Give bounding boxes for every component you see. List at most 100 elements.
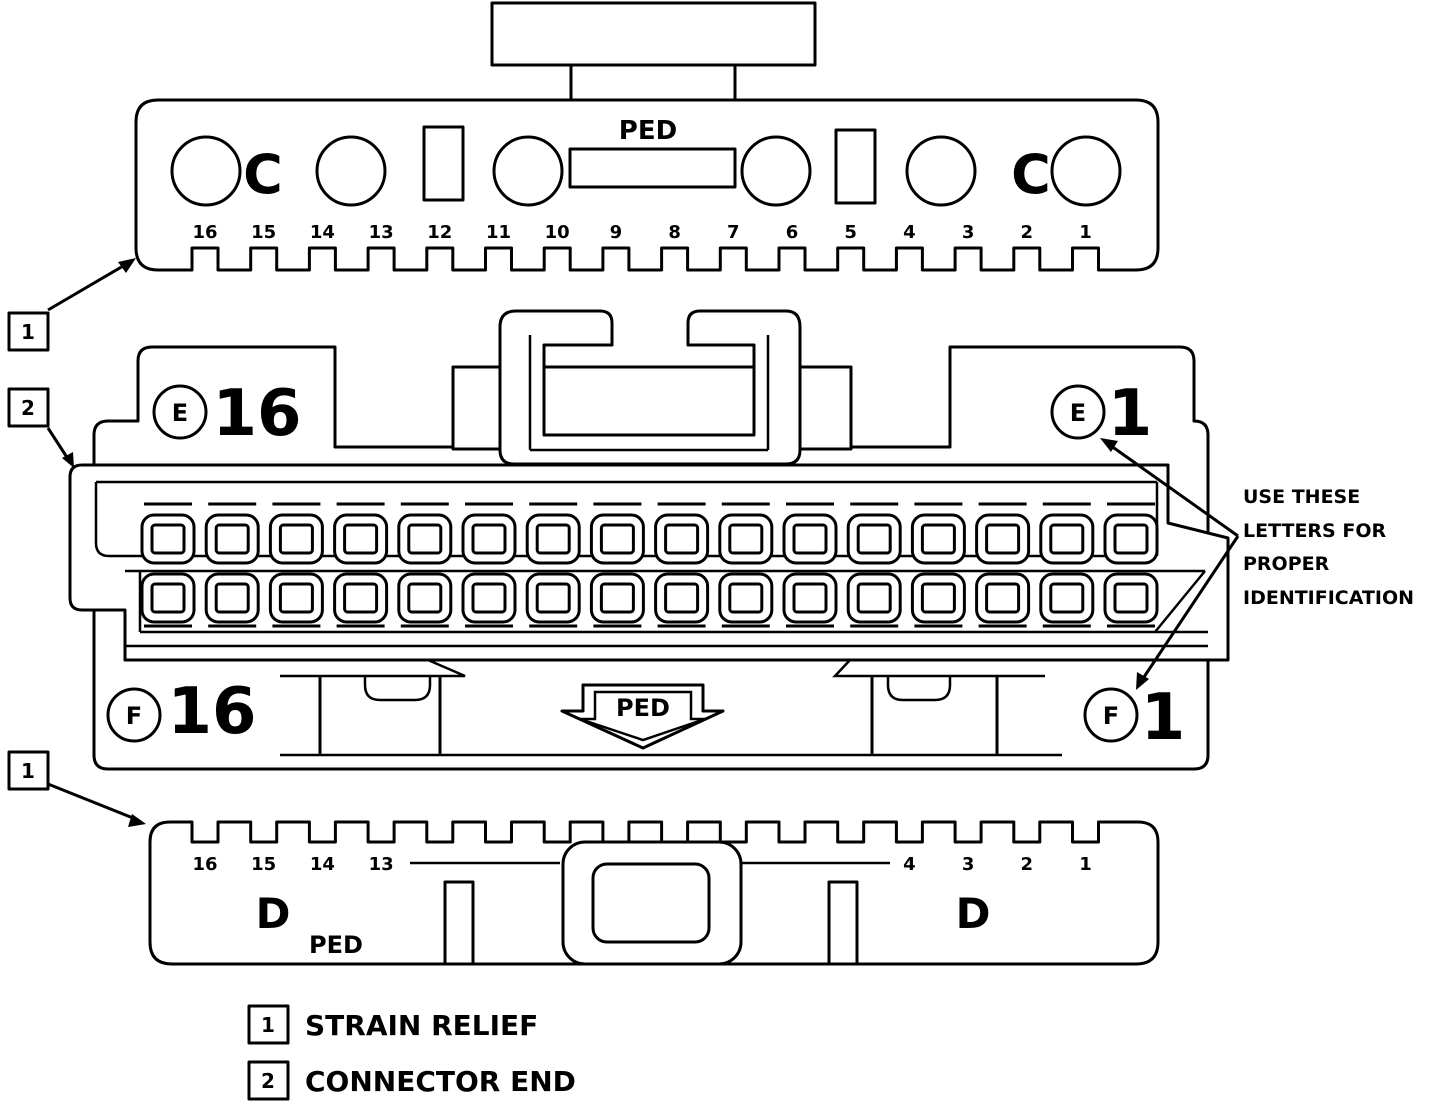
- row-f-left-circle: [106, 687, 162, 743]
- callout-arrowhead: [62, 452, 74, 468]
- ped-arrow-label: PED: [616, 694, 670, 722]
- top-hole-left-inner: [315, 135, 387, 207]
- callout-arrowhead: [128, 814, 146, 827]
- row-e-cavity-terminal: [535, 523, 571, 555]
- pin-number-label: 5: [844, 222, 857, 243]
- cavity-rows: [140, 502, 1159, 628]
- pin-number-label: 16: [192, 222, 217, 243]
- row-f-cavity-terminal: [278, 582, 314, 614]
- pin-number-label: 3: [962, 854, 975, 875]
- note-line-3: PROPER: [1243, 553, 1330, 575]
- row-f-cavity-terminal: [150, 582, 186, 614]
- callout-top-relief: 1: [7, 258, 136, 352]
- row-f-left-number: 16: [167, 675, 256, 749]
- row-e-right-circle: [1050, 384, 1106, 440]
- row-e-cavity-terminal: [150, 523, 186, 555]
- callout-arrowhead: [118, 258, 136, 273]
- row-f-cavity-terminal: [664, 582, 700, 614]
- top-slot-left: [422, 125, 465, 202]
- row-f-cavity: [589, 572, 645, 624]
- row-e-cavity: [140, 513, 196, 565]
- row-f-cavity: [1039, 572, 1095, 624]
- bottom-letter-left: D: [256, 889, 291, 938]
- pin-number-label: 4: [903, 854, 916, 875]
- row-e-cavity: [1103, 513, 1159, 565]
- top-relief-body: [134, 98, 1160, 272]
- lower-notch-left: [363, 676, 432, 702]
- connector-end: PED E 16 E 1 F 16 F 1: [68, 309, 1230, 771]
- top-ped-label: PED: [619, 116, 677, 146]
- row-f-cavity: [333, 572, 389, 624]
- top-hole-right-inner: [905, 135, 977, 207]
- pin-number-label: 13: [369, 222, 394, 243]
- row-e-cavity: [204, 513, 260, 565]
- row-e-cavity-terminal: [664, 523, 700, 555]
- row-f-cavity: [910, 572, 966, 624]
- pin-number-label: 15: [251, 854, 276, 875]
- row-e-cavity: [397, 513, 453, 565]
- legend-number-box: [247, 1060, 290, 1101]
- row-f-cavity-terminal: [407, 582, 443, 614]
- row-e-cavity: [975, 513, 1031, 565]
- row-e-left-letter: E: [172, 399, 188, 427]
- top-letter-left: C: [243, 143, 283, 206]
- row-e-cavity-terminal: [920, 523, 956, 555]
- row-f-cavity: [718, 572, 774, 624]
- row-e-cavity: [910, 513, 966, 565]
- row-f-cavity-terminal: [535, 582, 571, 614]
- row-e-left-number: 16: [212, 377, 301, 451]
- pin-number-label: 3: [962, 222, 975, 243]
- note-line-1: USE THESE: [1243, 486, 1360, 508]
- note-arrowhead-f: [1136, 672, 1149, 690]
- row-f-cavity-terminal: [856, 582, 892, 614]
- row-f-right-circle: [1083, 687, 1139, 743]
- pin-number-label: 14: [310, 854, 335, 875]
- pin-number-label: 8: [668, 222, 681, 243]
- row-e-cavity: [782, 513, 838, 565]
- row-f-cavity-terminal: [214, 582, 250, 614]
- row-e-cavity: [333, 513, 389, 565]
- row-e-cavity: [846, 513, 902, 565]
- band-rail-left-top: [94, 482, 1157, 558]
- bottom-center-frame: [561, 840, 743, 966]
- pin-number-label: 10: [545, 222, 570, 243]
- pin-number-label: 12: [427, 222, 452, 243]
- callout-number: 1: [21, 759, 35, 783]
- row-f-right-number: 1: [1141, 681, 1186, 755]
- row-f-cavity-terminal: [728, 582, 764, 614]
- top-hole-right-outer: [1050, 135, 1122, 207]
- row-e-right-letter: E: [1070, 399, 1086, 427]
- row-e-cavity-terminal: [1113, 523, 1149, 555]
- row-e-left-circle: [152, 384, 208, 440]
- bottom-post-right: [827, 880, 859, 966]
- band-bevel: [1154, 570, 1206, 633]
- callout-box: [7, 750, 50, 791]
- callout-number: 2: [21, 396, 35, 420]
- row-e-cavity: [461, 513, 517, 565]
- legend-number: 1: [261, 1013, 275, 1037]
- pin-number-label: 1: [1079, 854, 1092, 875]
- pin-number-label: 9: [610, 222, 623, 243]
- callout-bottom-relief: 1: [7, 750, 146, 827]
- row-e-right-number: 1: [1108, 377, 1153, 451]
- row-f-right-letter: F: [1103, 702, 1119, 730]
- note-arrowhead-e: [1100, 438, 1118, 452]
- lower-left-ledge: [280, 658, 466, 678]
- row-f-cavity-terminal: [985, 582, 1021, 614]
- row-e-cavity: [525, 513, 581, 565]
- bottom-letter-right: D: [956, 889, 991, 938]
- pin-number-label: 16: [192, 854, 217, 875]
- row-e-cavity-terminal: [471, 523, 507, 555]
- pin-number-label: 11: [486, 222, 511, 243]
- row-f-cavity: [846, 572, 902, 624]
- row-e-cavity-terminal: [343, 523, 379, 555]
- note-line-4: IDENTIFICATION: [1243, 587, 1414, 609]
- top-letter-right: C: [1011, 143, 1051, 206]
- note-leader-to-f: [1138, 535, 1240, 684]
- ped-arrow-icon: [560, 683, 725, 750]
